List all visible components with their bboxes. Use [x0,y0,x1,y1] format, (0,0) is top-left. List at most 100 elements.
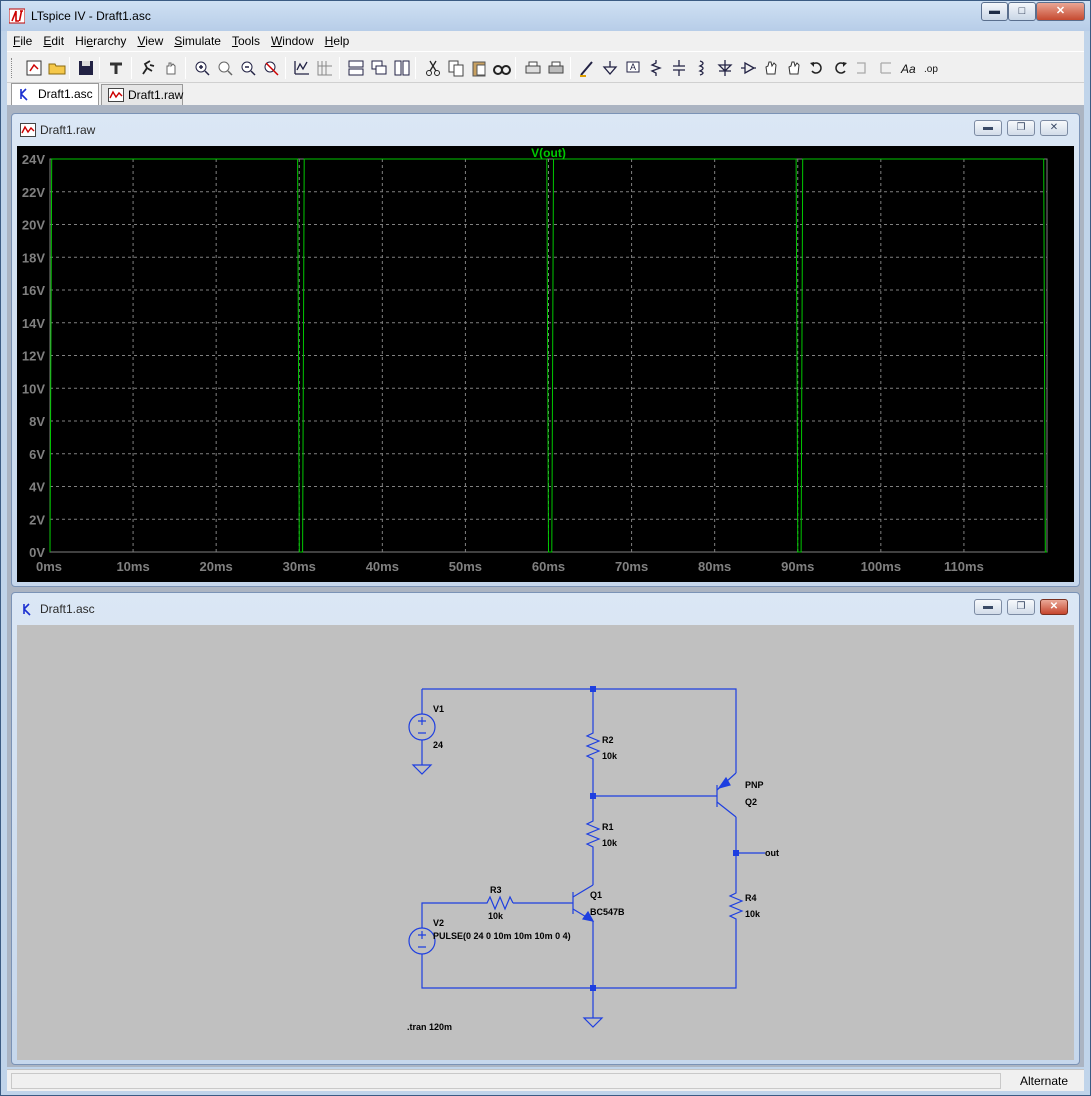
draw-wire-button[interactable] [576,57,598,79]
trace-v-out[interactable] [49,158,1047,553]
copy-button[interactable] [445,57,467,79]
mirror-button[interactable] [875,57,897,79]
spice-directive[interactable]: .tran 120m [407,1022,452,1032]
diode-icon [717,60,733,76]
menu-label-part: iew [145,34,164,48]
menu-accelerator: e [86,34,94,48]
open-folder-button[interactable] [46,57,68,79]
label-net-button[interactable]: A [622,57,644,79]
y-tick-label: 14V [22,316,45,331]
run-button[interactable] [137,57,159,79]
schematic-maximize-button[interactable]: ❐ [1007,599,1035,615]
schematic-drawing[interactable]: V1 24 R2 10k R1 10k PNP Q2 out R4 10k R3… [17,625,1074,1060]
grid-button[interactable] [314,57,336,79]
tab-draft1-asc[interactable]: Draft1.asc [11,83,99,105]
transistor-q1[interactable] [572,884,595,922]
v2-name: V2 [433,918,444,928]
tab-draft1-raw[interactable]: Draft1.raw [101,84,183,105]
menu-view[interactable]: View [131,31,168,48]
menu-accelerator: F [13,34,21,48]
toolbar-separator [515,57,516,79]
voltage-source-v1[interactable] [408,713,436,775]
resistor-r3[interactable] [483,895,514,911]
net-label-out[interactable]: out [765,848,779,858]
junction-dot [733,850,739,856]
zoom-in-button[interactable] [191,57,213,79]
autorange-button[interactable] [291,57,313,79]
print-button[interactable] [545,57,567,79]
tile-vertical-button[interactable] [391,57,413,79]
r3-value: 10k [488,911,504,921]
ltspice-logo-icon [9,8,25,24]
zoom-area-button[interactable] [214,57,236,79]
wire-v2-r3[interactable] [421,902,483,928]
status-pane [11,1073,1001,1089]
toolbar-grip[interactable] [11,58,14,78]
redo-button[interactable] [829,57,851,79]
wire-r4-bottom[interactable] [421,921,737,989]
x-tick-label: 90ms [781,559,814,574]
schematic-minimize-button[interactable]: ▬ [974,599,1002,615]
control-panel-button[interactable] [105,57,127,79]
q2-value: PNP [745,780,764,790]
resistor-r2[interactable] [585,729,601,761]
ground-button[interactable] [599,57,621,79]
close-button[interactable]: ✕ [1036,2,1085,21]
menu-tools[interactable]: Tools [226,31,265,48]
copy-icon [448,60,464,77]
paste-button[interactable] [468,57,490,79]
schematic-canvas[interactable]: V1 24 R2 10k R1 10k PNP Q2 out R4 10k R3… [17,625,1074,1060]
new-schematic-button[interactable] [23,57,45,79]
menu-window[interactable]: Window [265,31,319,48]
trace-title[interactable]: V(out) [531,146,566,160]
menu-help[interactable]: Help [319,31,355,48]
print-setup-button[interactable] [522,57,544,79]
minimize-button[interactable]: ▬ [981,2,1008,21]
maximize-button[interactable]: □ [1008,2,1036,21]
zoom-out-button[interactable] [237,57,259,79]
menu-label-part: Hi [75,34,87,48]
tile-horizontal-button[interactable] [345,57,367,79]
voltage-source-v2[interactable] [408,927,436,955]
zoom-fit-button[interactable] [260,57,282,79]
menu-accelerator: V [137,34,146,48]
undo-button[interactable] [806,57,828,79]
save-button[interactable] [75,57,97,79]
wire-top-rail[interactable] [422,688,737,773]
text-button[interactable]: Aa [898,57,920,79]
close-icon: ✕ [1049,601,1059,612]
cut-icon [426,60,440,76]
resistor-r1[interactable] [585,817,601,849]
move-hand-button[interactable] [760,57,782,79]
diode-button[interactable] [714,57,736,79]
toolbar-separator [570,57,571,79]
menu-accelerator: E [43,34,52,48]
rotate-button[interactable] [852,57,874,79]
cut-button[interactable] [422,57,444,79]
waveform-minimize-button[interactable]: ▬ [974,120,1002,136]
waveform-close-button[interactable]: ✕ [1040,120,1068,136]
inductor-button[interactable] [691,57,713,79]
menu-file[interactable]: File [7,31,37,48]
r1-name: R1 [602,822,614,832]
find-button[interactable] [491,57,513,79]
ground-symbol[interactable] [582,1017,604,1028]
drag-hand-button[interactable] [783,57,805,79]
pan-hand-button[interactable] [160,57,182,79]
resistor-r4[interactable] [728,889,744,921]
menu-hierarchy[interactable]: Hierarchy [69,31,131,48]
schematic-close-button[interactable]: ✕ [1040,599,1068,615]
transistor-q2[interactable] [716,772,737,818]
cascade-button[interactable] [368,57,390,79]
resistor-button[interactable] [645,57,667,79]
spice-directive-button[interactable]: .op [921,57,943,79]
menu-edit[interactable]: Edit [37,31,69,48]
menu-simulate[interactable]: Simulate [168,31,226,48]
component-button[interactable] [737,57,759,79]
capacitor-button[interactable] [668,57,690,79]
tile-horizontal-icon [348,60,364,76]
title-bar[interactable]: LTspice IV - Draft1.asc ▬ □ ✕ [1,1,1090,31]
waveform-maximize-button[interactable]: ❐ [1007,120,1035,136]
